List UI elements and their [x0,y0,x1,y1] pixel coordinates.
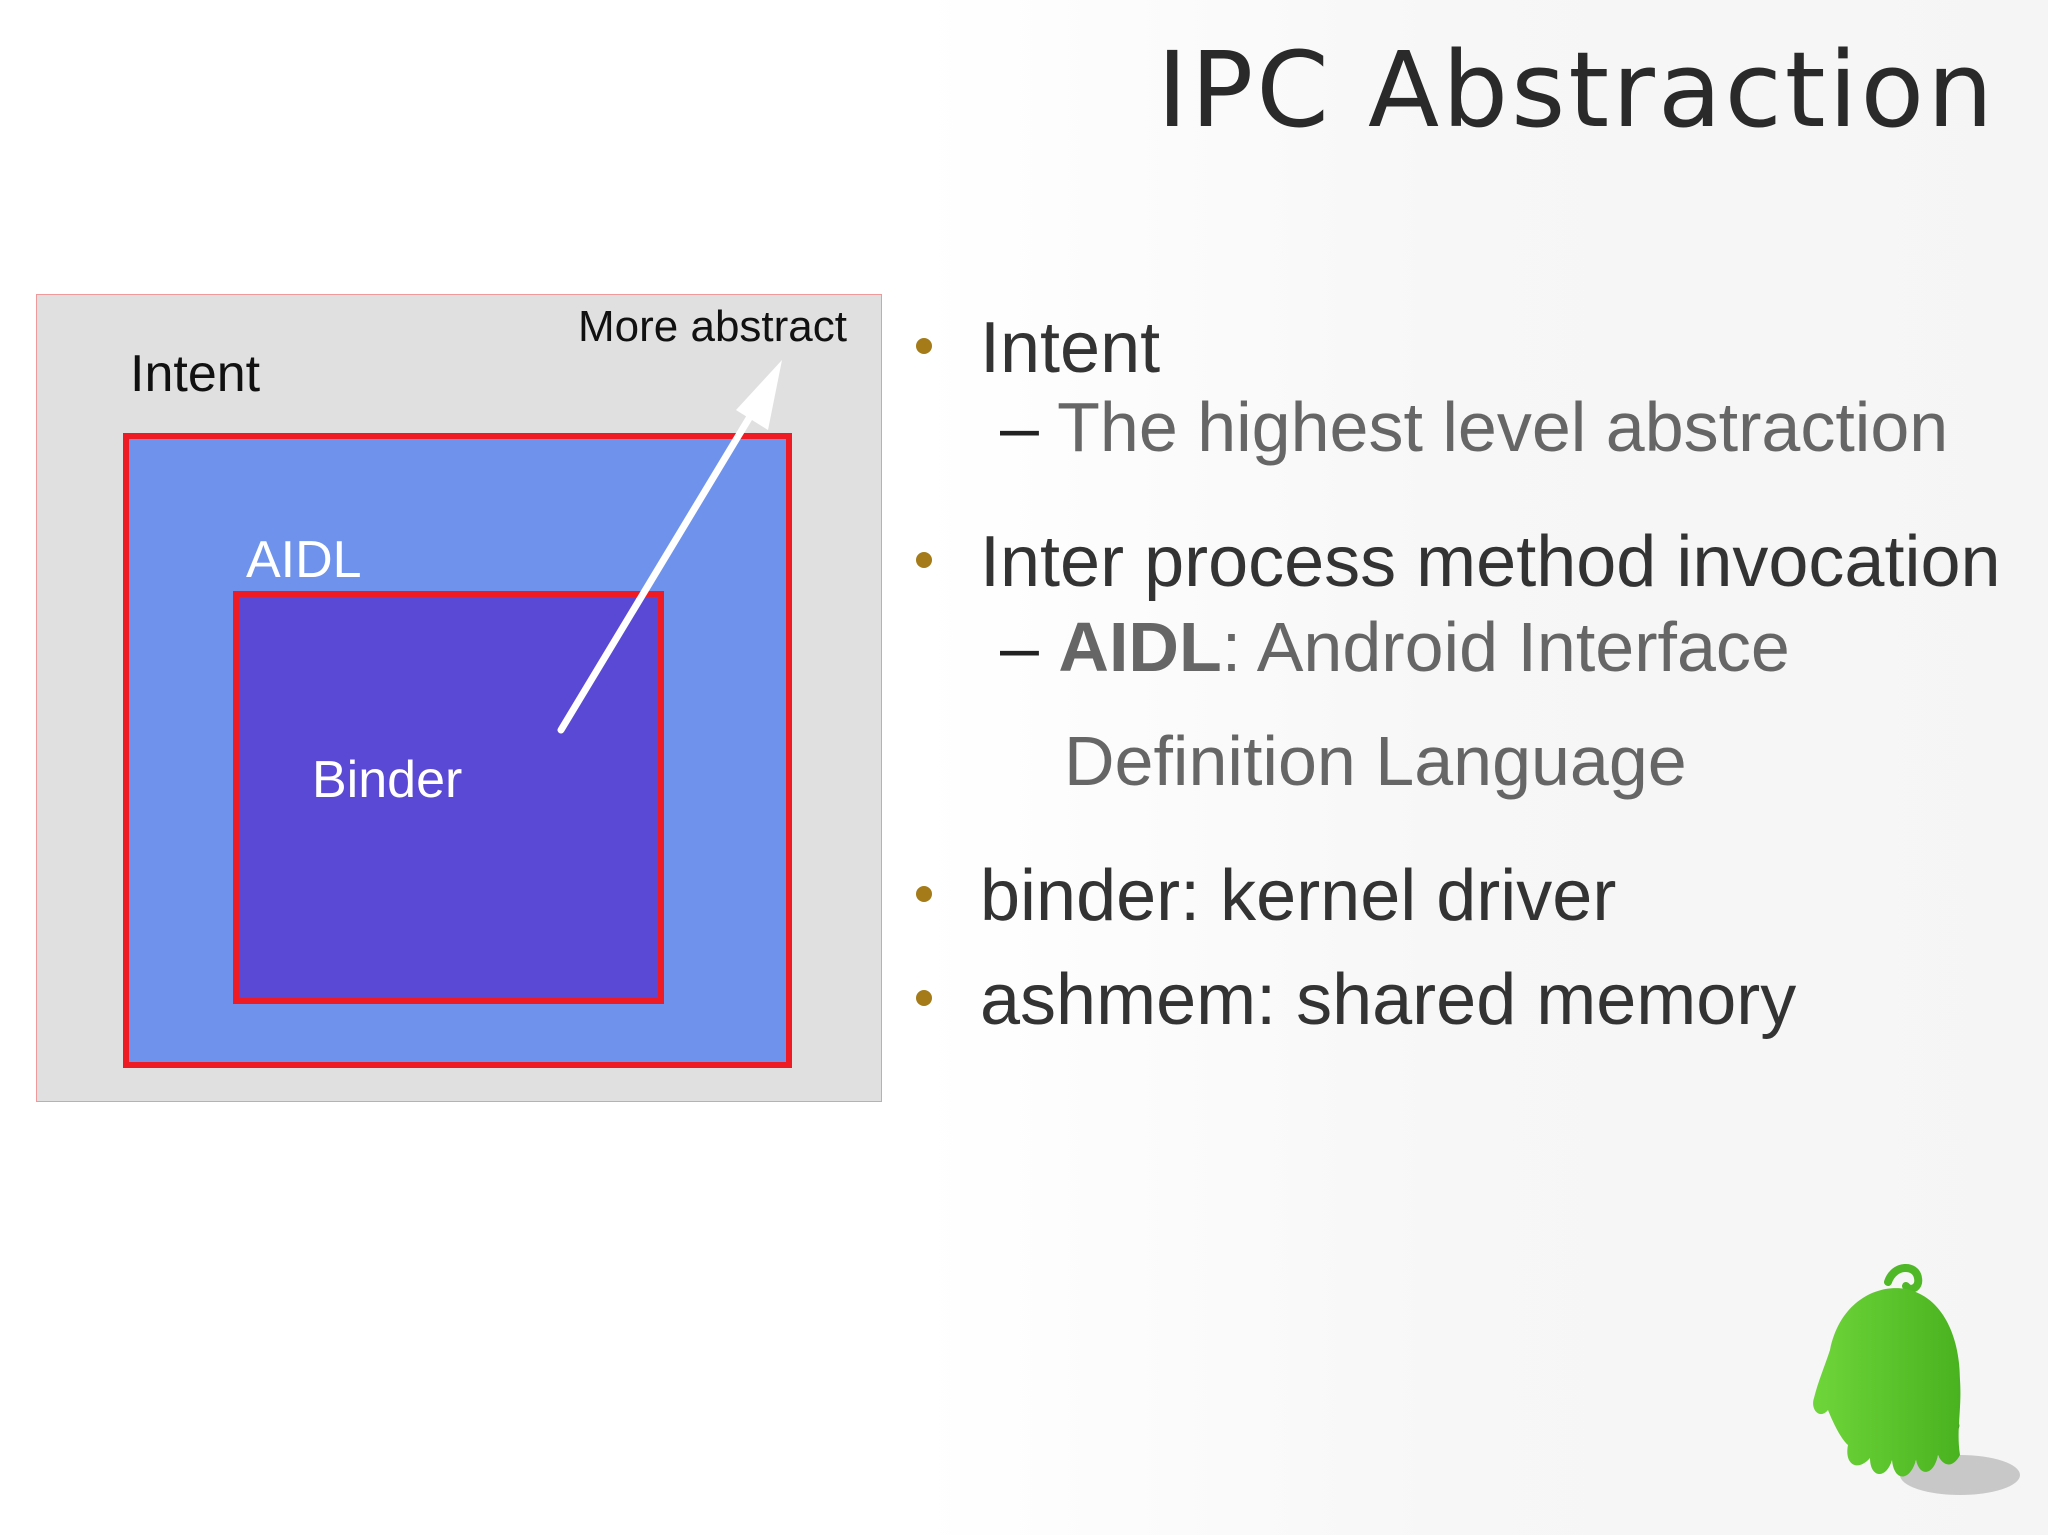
sub-bullet-dash: – [1000,388,1039,466]
sub-bullet-aidl: – AIDL: Android Interface [1000,612,1790,682]
android-ghost-mascot-icon [1813,1264,2020,1495]
binder-layer-label: Binder [312,751,463,809]
bullet-intent: Intent [980,308,1161,388]
sub-bullet-text: The highest level abstraction [1057,388,1949,466]
sub-bullet-aidl-continuation: Definition Language [1064,722,1687,800]
sub-bullet-bold-term: AIDL [1058,608,1222,686]
bullet-dot [916,990,932,1006]
sub-bullet-highest-level: – The highest level abstraction [1000,392,1948,462]
bullet-binder: binder: kernel driver [980,856,1617,936]
slide-title: IPC Abstraction [1156,29,1996,151]
sub-bullet-text: : Android Interface [1221,608,1790,686]
bullet-ashmem: ashmem: shared memory [980,960,1797,1040]
bullet-inter-process: Inter process method invocation [980,522,2001,602]
intent-layer-label: Intent [130,345,261,403]
more-abstract-label: More abstract [578,302,847,351]
aidl-layer-label: AIDL [246,531,362,589]
sub-bullet-dash: – [1000,608,1039,686]
bullet-dot [916,886,932,902]
bullet-dot [916,338,932,354]
bullet-dot [916,552,932,568]
